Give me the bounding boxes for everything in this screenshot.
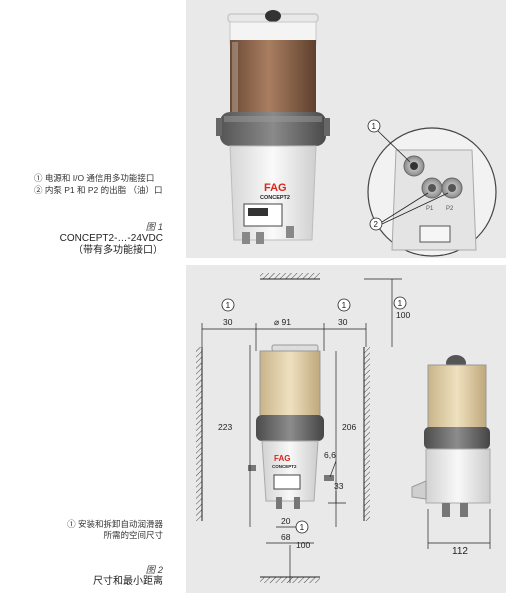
lubricator-ports [242, 226, 294, 244]
connector-detail [367, 127, 497, 257]
side-view-lubricator [411, 355, 491, 517]
callout-1 [367, 119, 411, 163]
dim-side-width: 112 [452, 546, 468, 557]
lubricator-photo [216, 10, 330, 241]
port-p1-label: P1 [426, 206, 434, 212]
dimension-lines [201, 278, 491, 583]
dim-right-clear: 30 [338, 317, 348, 327]
front-view-model: CONCEPT2 [272, 464, 297, 469]
figure1-legend-item-2: ② 内泵 P1 和 P2 的出脂 （油）口 [34, 185, 163, 195]
figure2-caption-title: 尺寸和最小距离 [93, 576, 163, 587]
callout-top-number: 1 [398, 298, 403, 308]
dim-angle: 6,6 [324, 450, 336, 460]
dim-offset-33: 33 [334, 481, 344, 491]
callout-1-number: 1 [372, 122, 377, 131]
callout-left-number: 1 [226, 300, 231, 310]
callout-2 [369, 192, 449, 231]
figure1-caption-line-1: CONCEPT2-…-24VDC [59, 233, 163, 244]
figure2-caption: 图 2 尺寸和最小距离 [93, 562, 163, 588]
figure2-caption-number: 图 2 [145, 565, 163, 576]
dim-top-clear: 100 [396, 310, 410, 320]
figure1-legend-item-1: ① 电源和 I/O 通信用多功能接口 [34, 173, 155, 183]
front-view-brand: FAG [274, 454, 290, 463]
dim-diameter: ⌀ 91 [274, 317, 291, 327]
callout-bottom-number: 1 [300, 522, 305, 532]
callout-2-number: 2 [374, 220, 379, 229]
figure1-caption-line-2: （带有多功能接口） [73, 245, 163, 256]
dim-height-body: 206 [342, 422, 356, 432]
front-view-lubricator [248, 344, 334, 509]
dim-width-68: 68 [281, 532, 291, 542]
dim-width-20: 20 [281, 516, 291, 526]
figure1-caption: 图 1 CONCEPT2-…-24VDC （带有多功能接口） [60, 219, 163, 257]
figure2-callouts [221, 296, 407, 534]
lubricator-model: CONCEPT2 [260, 195, 290, 201]
figure1-illustration: FAG CONCEPT2 P1 P2 1 2 [216, 10, 497, 257]
lubricator-brand: FAG [264, 182, 287, 194]
callout-right-number: 1 [342, 300, 347, 310]
figure2-legend-line-1: ① 安装和拆卸自动润滑器 [67, 519, 163, 529]
dim-height-total: 223 [218, 422, 232, 432]
figure1-caption-number: 图 1 [145, 222, 163, 233]
figure2-drawing: FAG CONCEPT2 30 ⌀ 91 30 100 223 206 6, [196, 273, 491, 583]
dim-bottom-clear: 100 [296, 540, 310, 550]
dim-left-clear: 30 [223, 317, 233, 327]
port-p2-label: P2 [446, 206, 454, 212]
figure2-legend-line-2: 所需的空间尺寸 [103, 530, 163, 540]
